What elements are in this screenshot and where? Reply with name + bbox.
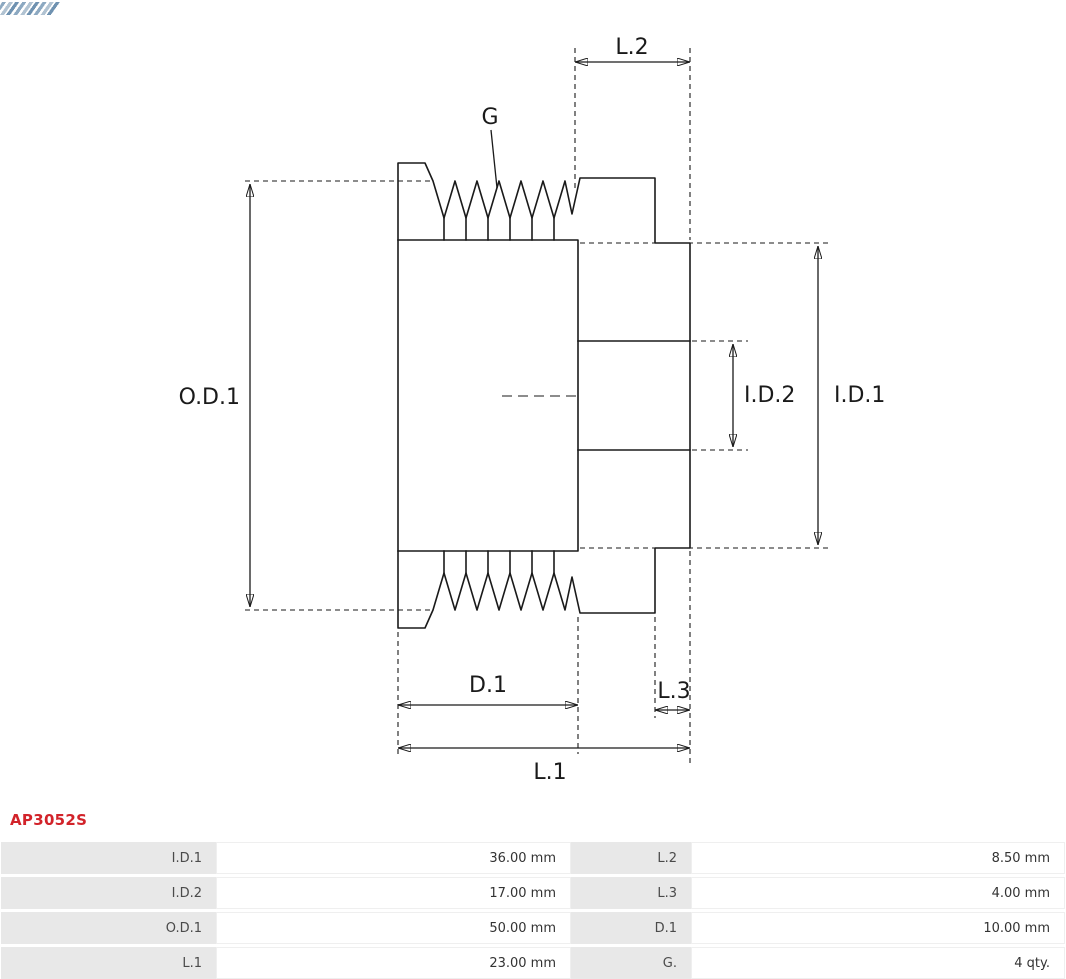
spec-value-cell: 23.00 mm <box>216 947 571 979</box>
hub-bore <box>577 340 691 451</box>
dim-label-l2: L.2 <box>615 35 648 60</box>
dim-label-id1: I.D.1 <box>834 383 885 408</box>
spec-value-cell: 10.00 mm <box>691 912 1065 944</box>
dim-label-d1: D.1 <box>469 673 507 698</box>
spec-value-cell: 50.00 mm <box>216 912 571 944</box>
dimension-od1: O.D.1 <box>179 184 250 607</box>
spec-label-cell: D.1 <box>571 912 691 944</box>
dim-label-id2: I.D.2 <box>744 383 795 408</box>
dim-label-g: G <box>481 105 498 130</box>
spec-row: I.D.1 36.00 mm L.2 8.50 mm <box>1 842 1065 874</box>
spec-label-cell: I.D.1 <box>1 842 216 874</box>
part-number-heading: AP3052S <box>10 811 88 829</box>
spec-label-cell: L.2 <box>571 842 691 874</box>
dimension-id1: I.D.1 <box>818 246 885 545</box>
spec-label-cell: I.D.2 <box>1 877 216 909</box>
spec-row: O.D.1 50.00 mm D.1 10.00 mm <box>1 912 1065 944</box>
groove-ribs <box>443 217 555 574</box>
dimension-g: G <box>481 105 499 189</box>
dim-label-od1: O.D.1 <box>179 385 240 410</box>
spec-value-cell: 17.00 mm <box>216 877 571 909</box>
pulley-technical-drawing: O.D.1 L.2 G I.D.2 I.D.1 D.1 <box>179 35 886 785</box>
dimension-d1: D.1 <box>398 673 578 705</box>
spec-label-cell: L.1 <box>1 947 216 979</box>
dim-label-l1: L.1 <box>533 760 566 785</box>
extension-lines <box>245 48 828 764</box>
spec-table: I.D.1 36.00 mm L.2 8.50 mm I.D.2 17.00 m… <box>1 839 1065 979</box>
dimension-l2: L.2 <box>575 35 690 62</box>
spec-value-cell: 8.50 mm <box>691 842 1065 874</box>
dim-label-l3: L.3 <box>657 679 690 704</box>
spec-label-cell: O.D.1 <box>1 912 216 944</box>
spec-value-cell: 4 qty. <box>691 947 1065 979</box>
dimension-id2: I.D.2 <box>733 344 795 447</box>
spec-value-cell: 36.00 mm <box>216 842 571 874</box>
spec-label-cell: L.3 <box>571 877 691 909</box>
spec-label-cell: G. <box>571 947 691 979</box>
spec-value-cell: 4.00 mm <box>691 877 1065 909</box>
dimension-l1: L.1 <box>398 748 690 785</box>
spec-row: I.D.2 17.00 mm L.3 4.00 mm <box>1 877 1065 909</box>
spec-row: L.1 23.00 mm G. 4 qty. <box>1 947 1065 979</box>
dimension-l3: L.3 <box>655 679 691 710</box>
